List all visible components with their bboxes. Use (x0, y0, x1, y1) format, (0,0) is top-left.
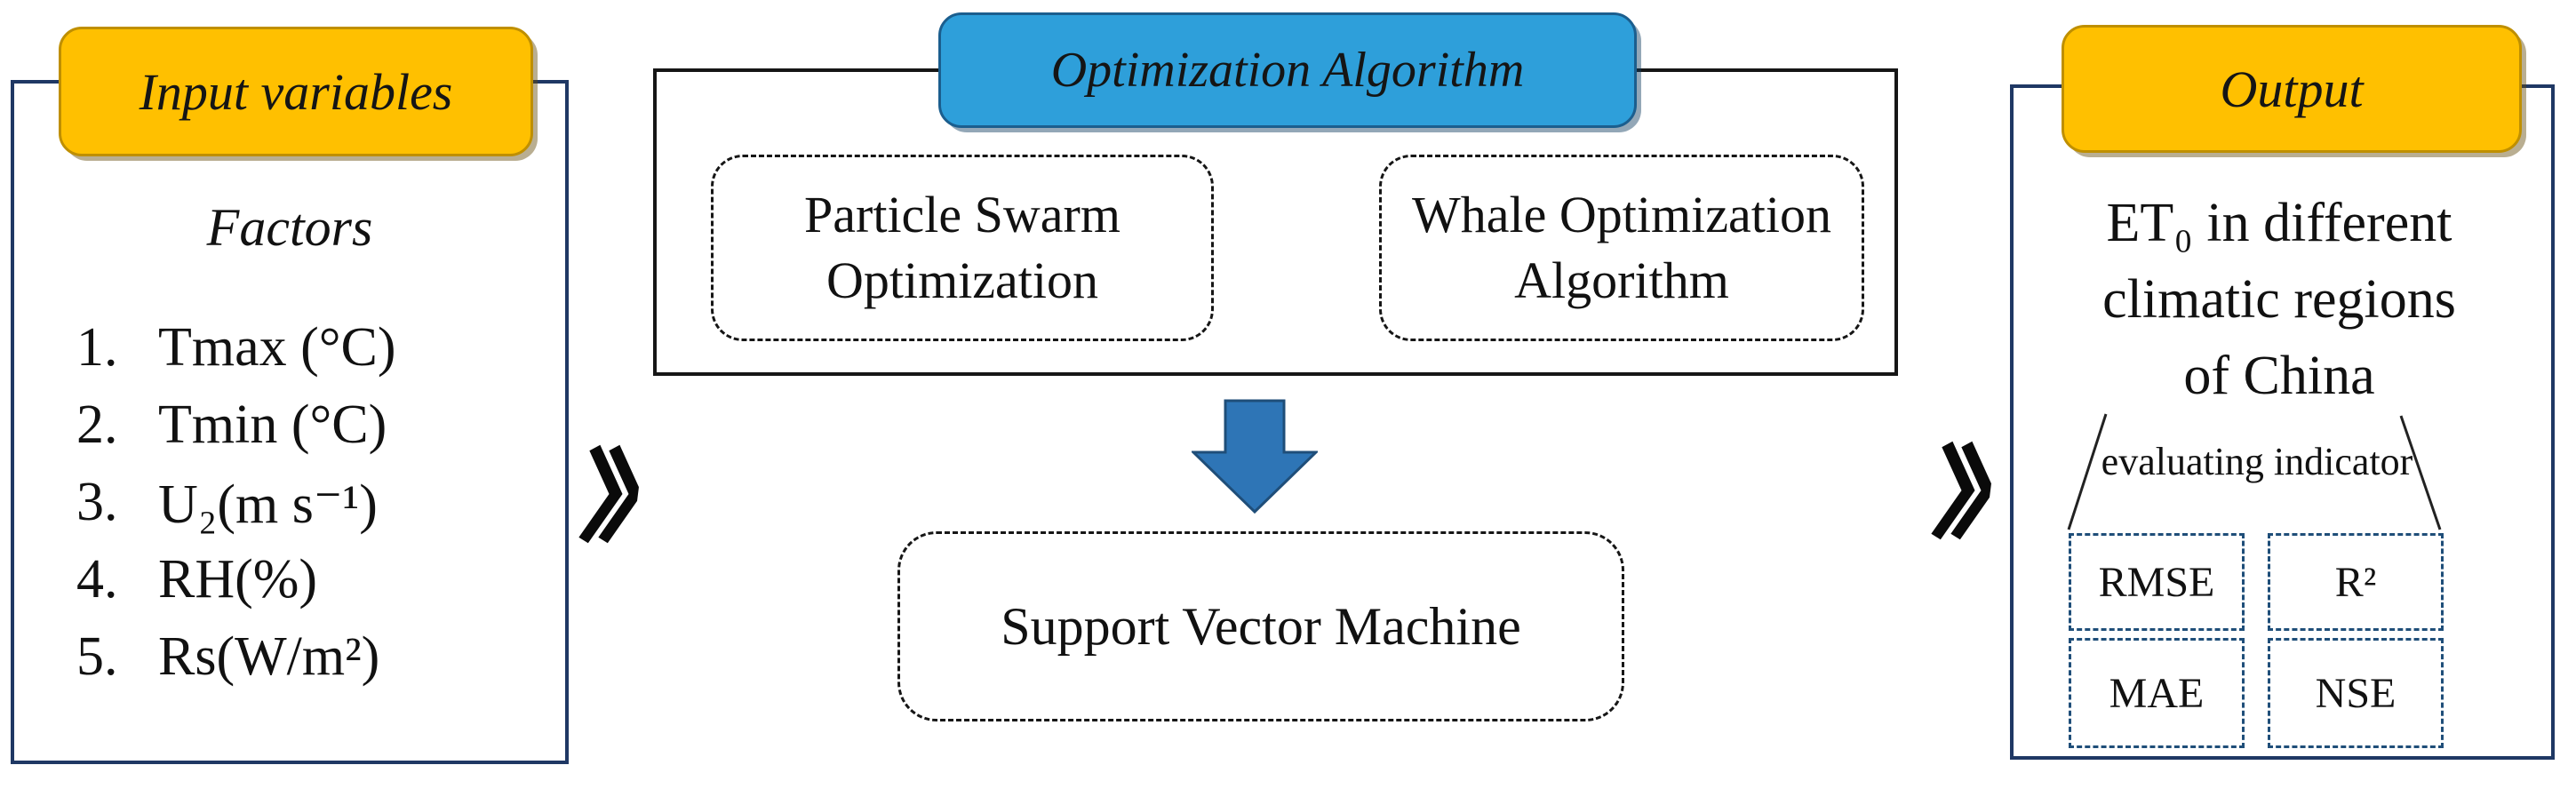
factor-item: 1. Tmax (°C) (0, 316, 569, 387)
algorithm-box-pso: Particle Swarm Optimization (711, 155, 1214, 341)
optimization-algorithm-tag: Optimization Algorithm (938, 12, 1637, 128)
indicator-label: NSE (2315, 669, 2397, 717)
factor-number: 1. (76, 317, 118, 378)
indicator-label: MAE (2109, 669, 2205, 717)
input-panel (11, 80, 569, 764)
indicator-box-rmse: RMSE (2069, 533, 2245, 631)
optimization-algorithm-tag-label: Optimization Algorithm (1050, 43, 1525, 98)
funnel-line-left (2067, 413, 2108, 530)
factor-label: Tmin (°C) (158, 394, 387, 455)
indicator-label: R² (2334, 558, 2377, 606)
output-description: ET₀ in different climatic regions of Chi… (2102, 193, 2456, 406)
factor-item: 2. Tmin (°C) (0, 394, 569, 465)
indicator-label: RMSE (2098, 558, 2215, 606)
indicator-box-nse: NSE (2268, 638, 2444, 748)
double-chevron-icon (578, 444, 642, 544)
factor-label: Rs(W/m²) (158, 626, 380, 687)
indicator-box-mae: MAE (2069, 638, 2245, 748)
algorithm-box-woa: Whale Optimization Algorithm (1379, 155, 1864, 341)
woa-label: Whale Optimization Algorithm (1412, 186, 1831, 309)
factor-label: U₂(m s⁻¹) (158, 474, 378, 535)
output-tag-label: Output (2220, 60, 2364, 118)
funnel-label: evaluating indicator (2101, 440, 2413, 483)
factor-item: 3. U₂(m s⁻¹) (0, 471, 569, 542)
factor-item: 4. RH(%) (0, 548, 569, 619)
svm-label: Support Vector Machine (1001, 596, 1521, 656)
factor-item: 5. Rs(W/m²) (0, 626, 569, 697)
down-arrow-icon (1192, 399, 1318, 514)
factor-number: 2. (76, 394, 118, 455)
pso-label: Particle Swarm Optimization (804, 186, 1121, 309)
funnel-line-right (2399, 415, 2442, 530)
factor-number: 5. (76, 626, 118, 687)
output-tag: Output (2062, 25, 2522, 153)
factor-number: 4. (76, 549, 118, 610)
factors-heading: Factors (206, 198, 373, 257)
funnel-lines (2067, 413, 2442, 530)
svm-box: Support Vector Machine (897, 531, 1624, 721)
indicator-box-r2: R² (2268, 533, 2444, 631)
double-chevron-icon (1931, 441, 1995, 540)
factor-label: Tmax (°C) (158, 317, 396, 378)
factor-label: RH(%) (158, 549, 318, 610)
input-variables-tag-label: Input variables (139, 62, 453, 121)
factor-number: 3. (76, 472, 118, 532)
input-variables-tag: Input variables (59, 27, 533, 156)
